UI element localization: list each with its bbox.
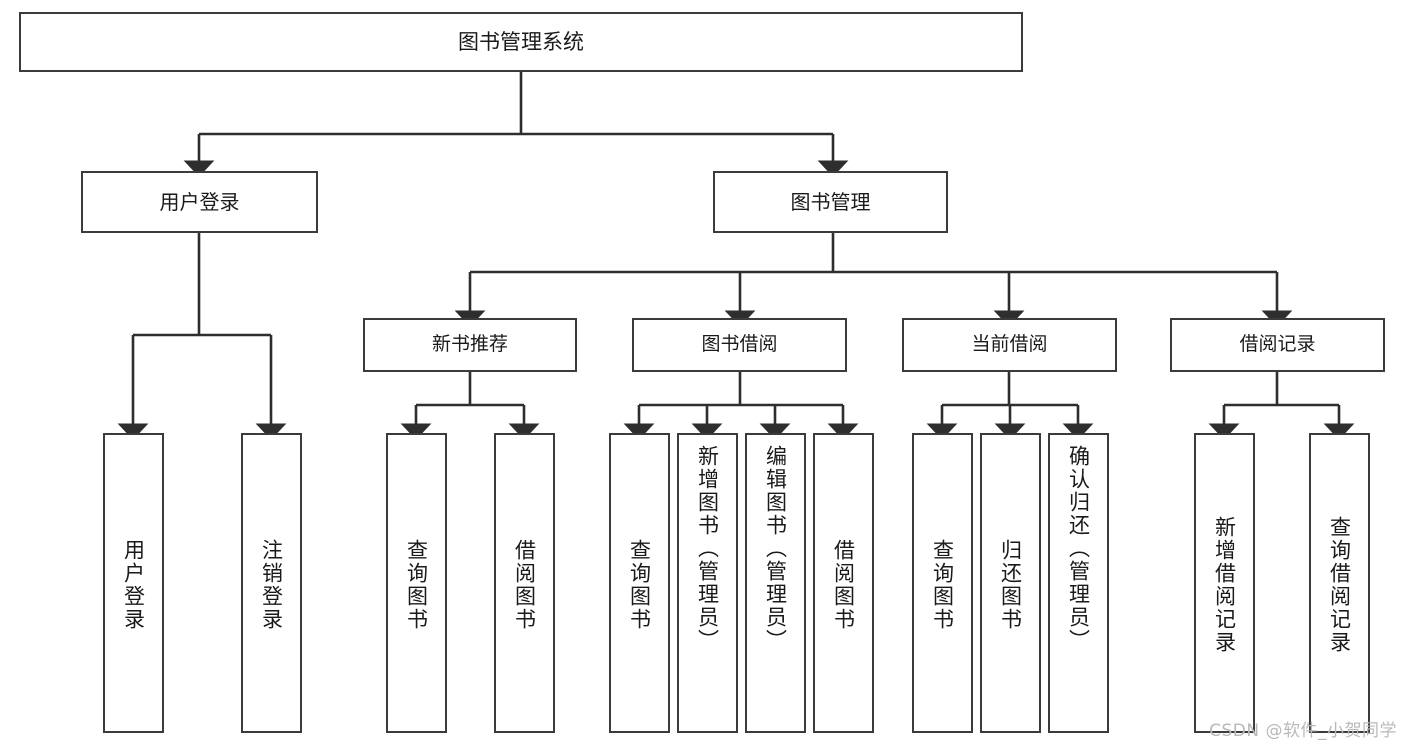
node-user-login-label: 用户登录 — [159, 189, 240, 214]
leaf-user-login-1-label: 注销登录 — [259, 539, 284, 631]
node-new-book-recommend-label: 新书推荐 — [431, 333, 508, 356]
leaf-current-borrow-0-label: 查询图书 — [930, 539, 955, 631]
node-book-manage-label: 图书管理 — [790, 189, 871, 214]
leaf-borrow-record-0[interactable]: 新增借阅记录 — [1194, 433, 1255, 733]
leaf-borrow-record-1[interactable]: 查询借阅记录 — [1309, 433, 1370, 733]
leaf-borrow-record-0-label: 新增借阅记录 — [1212, 516, 1237, 654]
leaf-current-borrow-1-label: 归还图书 — [998, 539, 1023, 631]
node-new-book-recommend[interactable]: 新书推荐 — [363, 318, 577, 372]
node-book-manage[interactable]: 图书管理 — [713, 171, 948, 233]
leaf-book-borrow-0[interactable]: 查询图书 — [609, 433, 670, 733]
node-book-borrow[interactable]: 图书借阅 — [632, 318, 847, 372]
leaf-new-book-1-label: 借阅图书 — [512, 539, 537, 631]
leaf-book-borrow-2[interactable]: 编辑图书（管理员） — [745, 433, 806, 733]
node-borrow-record[interactable]: 借阅记录 — [1170, 318, 1385, 372]
node-root[interactable]: 图书管理系统 — [19, 12, 1023, 72]
leaf-current-borrow-2-label: 确认归还（管理员） — [1066, 445, 1091, 652]
node-current-borrow[interactable]: 当前借阅 — [902, 318, 1117, 372]
leaf-book-borrow-1-label: 新增图书（管理员） — [695, 445, 720, 652]
watermark: CSDN @软件_小贺同学 — [1209, 721, 1397, 741]
node-borrow-record-label: 借阅记录 — [1239, 333, 1316, 356]
leaf-current-borrow-1[interactable]: 归还图书 — [980, 433, 1041, 733]
leaf-book-borrow-1[interactable]: 新增图书（管理员） — [677, 433, 738, 733]
leaf-user-login-0[interactable]: 用户登录 — [103, 433, 164, 733]
leaf-new-book-0[interactable]: 查询图书 — [386, 433, 447, 733]
leaf-book-borrow-0-label: 查询图书 — [627, 539, 652, 631]
leaf-current-borrow-2[interactable]: 确认归还（管理员） — [1048, 433, 1109, 733]
leaf-book-borrow-3[interactable]: 借阅图书 — [813, 433, 874, 733]
node-user-login[interactable]: 用户登录 — [81, 171, 318, 233]
leaf-new-book-1[interactable]: 借阅图书 — [494, 433, 555, 733]
leaf-book-borrow-2-label: 编辑图书（管理员） — [763, 445, 788, 652]
leaf-borrow-record-1-label: 查询借阅记录 — [1327, 516, 1352, 654]
leaf-current-borrow-0[interactable]: 查询图书 — [912, 433, 973, 733]
node-current-borrow-label: 当前借阅 — [971, 333, 1048, 356]
leaf-book-borrow-3-label: 借阅图书 — [831, 539, 856, 631]
node-root-label: 图书管理系统 — [458, 29, 584, 54]
leaf-new-book-0-label: 查询图书 — [404, 539, 429, 631]
node-book-borrow-label: 图书借阅 — [701, 333, 778, 356]
leaf-user-login-1[interactable]: 注销登录 — [241, 433, 302, 733]
leaf-user-login-0-label: 用户登录 — [121, 539, 146, 631]
